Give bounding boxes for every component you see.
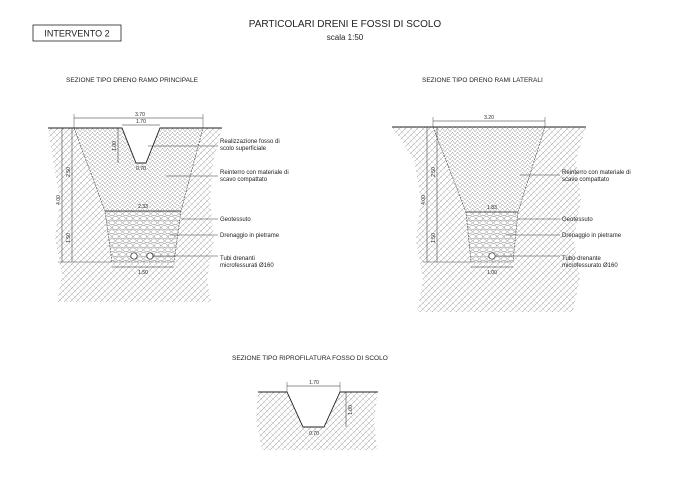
- backfill-hatch: [74, 128, 203, 211]
- label-stone-drain: Drenaggio in pietrame: [220, 233, 280, 239]
- dim-bottom-width: 1.00: [487, 270, 497, 276]
- ground-line: [48, 127, 222, 164]
- label-pipes-2: microfessurati Ø160: [220, 263, 274, 269]
- ground-hatch: [256, 392, 378, 450]
- dim-ditch-top: 1.70: [136, 119, 146, 125]
- intervention-tag: INTERVENTO 2: [44, 29, 109, 39]
- drain-stones: [466, 212, 518, 262]
- section-ditch-reprofile: SEZIONE TIPO RIPROFILATURA FOSSO DI SCOL…: [232, 355, 388, 450]
- dim-bottom-width: 0.70: [309, 431, 319, 437]
- dim-top-width: 3.70: [135, 112, 145, 118]
- label-pipe: Tubo drenante: [562, 256, 601, 262]
- dim-depth: 1.00: [348, 405, 354, 415]
- section-lateral-drain: SEZIONE TIPO DRENO RAMI LATERALI 3.20 4.…: [392, 77, 631, 312]
- intervention-tag-box: [32, 24, 122, 42]
- dim-bottom-width: 1.50: [138, 270, 148, 276]
- dim-ditch-bottom: 0.70: [136, 166, 146, 172]
- label-pipe-2: microfessurato Ø160: [562, 263, 618, 269]
- dim-mid-width: 2.33: [138, 204, 148, 210]
- dim-ditch-depth: 1.00: [112, 141, 118, 151]
- label-ditch: Realizzazione fosso di: [220, 139, 280, 145]
- label-backfill-2: scavo compattato: [562, 177, 610, 183]
- dim-top-width: 1.70: [309, 380, 319, 386]
- section-main-title: SEZIONE TIPO DRENO RAMO PRINCIPALE: [66, 77, 199, 84]
- label-backfill: Reinterro con materiale di: [562, 170, 631, 176]
- dim-mid-width: 1.83: [487, 205, 497, 211]
- section-main-drain: SEZIONE TIPO DRENO RAMO PRINCIPALE 3.70 …: [48, 77, 289, 302]
- label-pipes: Tubi drenanti: [220, 256, 255, 262]
- dim-lower-depth: 1.50: [431, 233, 437, 243]
- ground-line: [258, 391, 378, 428]
- section-reprofile-title: SEZIONE TIPO RIPROFILATURA FOSSO DI SCOL…: [232, 355, 388, 362]
- label-geotextile: Geotessuto: [562, 217, 593, 223]
- dim-lower-depth: 1.50: [66, 233, 72, 243]
- dim-top-width: 3.20: [484, 115, 494, 121]
- drain-pipe: [130, 252, 138, 260]
- backfill-hatch: [433, 127, 545, 212]
- label-backfill: Reinterro con materiale di: [220, 170, 289, 176]
- dim-total-depth: 4.00: [421, 195, 427, 205]
- label-ditch-2: scolo superficiale: [220, 146, 267, 152]
- sheet-scale: scala 1:50: [327, 33, 364, 42]
- excavation-outline: [73, 127, 204, 263]
- dim-upper-depth: 2.50: [66, 167, 72, 177]
- label-stone-drain: Drenaggio in pietrame: [562, 233, 622, 239]
- excavation-outline: [432, 126, 546, 263]
- drain-pipe: [488, 252, 496, 260]
- label-backfill-2: scavo compattato: [220, 177, 268, 183]
- dim-upper-depth: 2.50: [431, 167, 437, 177]
- sheet-title: PARTICOLARI DRENI E FOSSI DI SCOLO: [249, 19, 442, 30]
- dim-total-depth: 4.00: [56, 195, 62, 205]
- drain-stones: [105, 211, 181, 262]
- section-lateral-title: SEZIONE TIPO DRENO RAMI LATERALI: [422, 77, 543, 84]
- label-geotextile: Geotessuto: [220, 217, 251, 223]
